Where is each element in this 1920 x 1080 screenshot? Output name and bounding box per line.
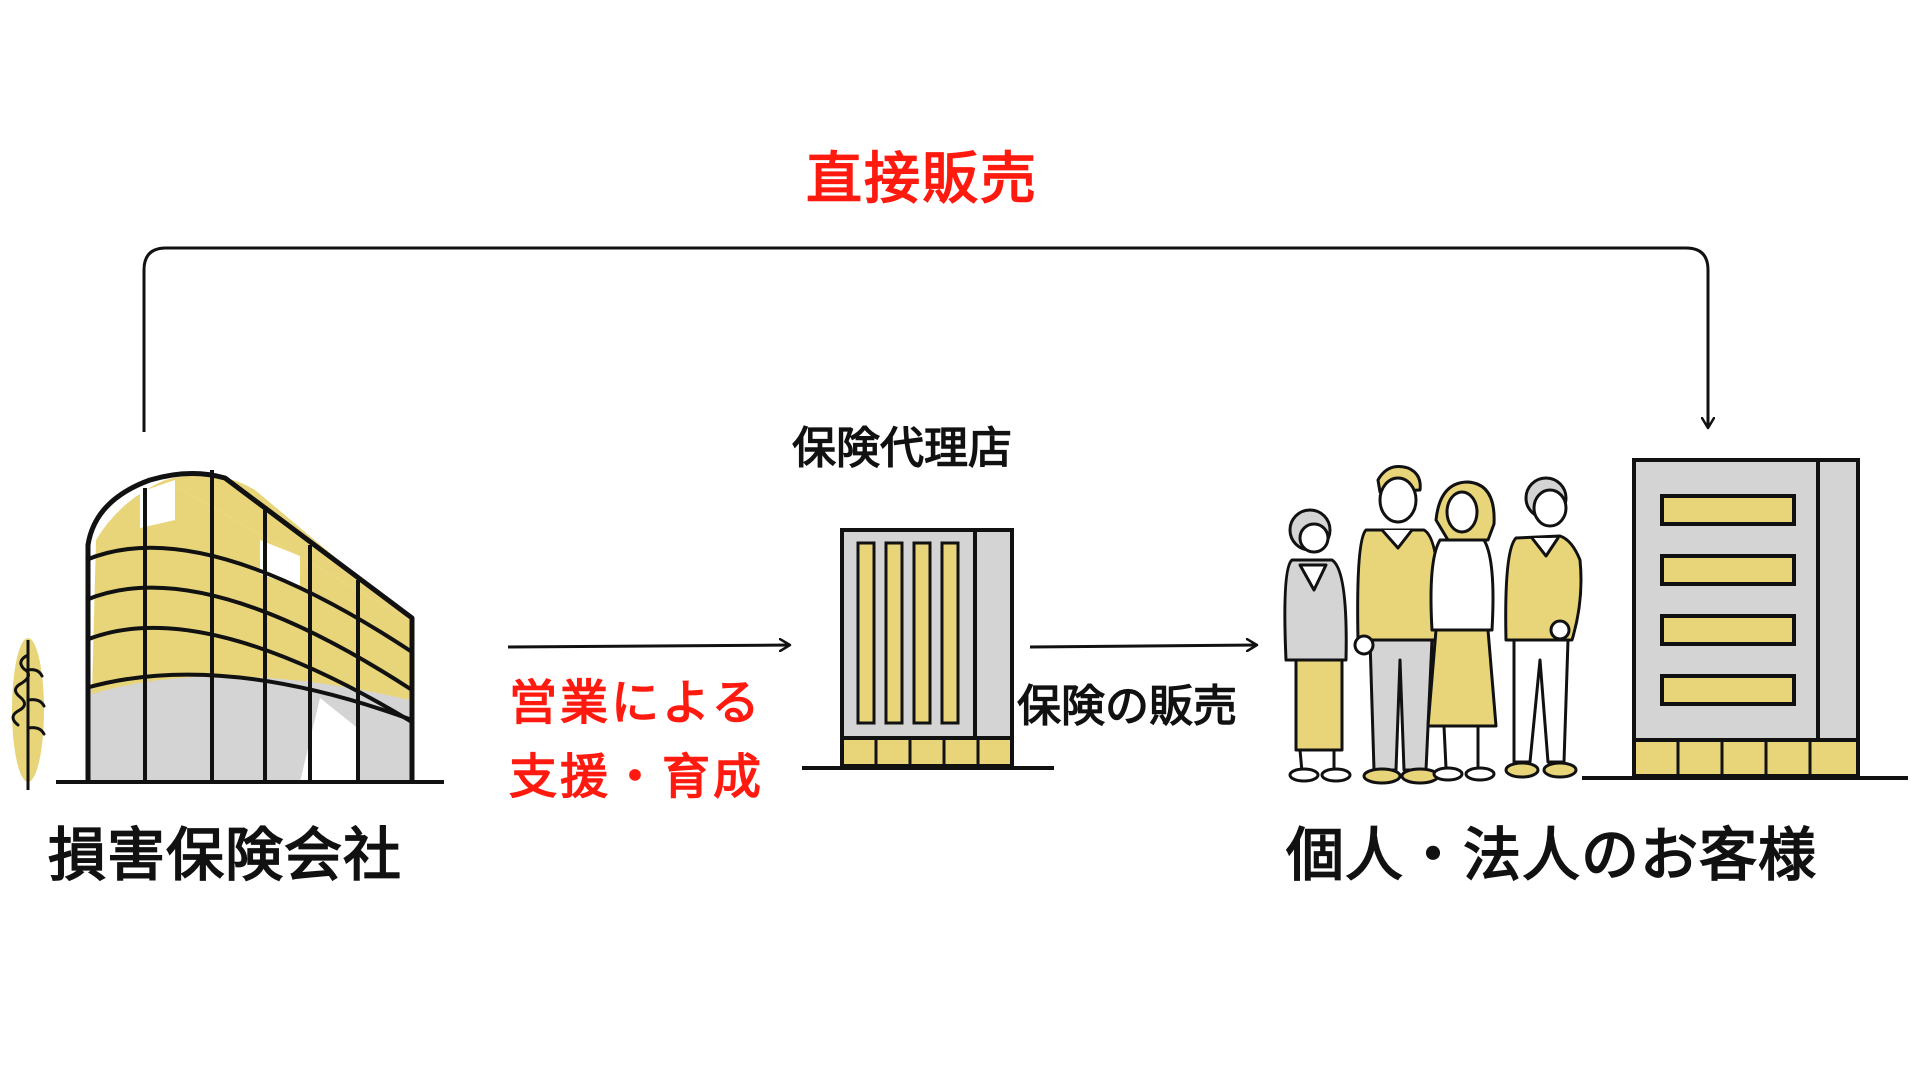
support-label-line2: 支援・育成 (509, 749, 765, 805)
agency-building-icon (802, 528, 1054, 770)
person-icon (1426, 480, 1498, 782)
person-icon (1353, 465, 1441, 785)
person-icon (1504, 476, 1583, 779)
customers-label: 個人・法人のお客様 (1286, 821, 1818, 889)
direct-sales-label: 直接販売 (806, 147, 1038, 212)
corporate-building-icon (1582, 458, 1908, 780)
support-arrow (507, 645, 790, 647)
agency-label: 保険代理店 (792, 423, 1012, 474)
person-icon (1283, 508, 1352, 783)
office-building-icon (11, 470, 444, 790)
tree-icon (11, 638, 46, 790)
direct-sales-arrow (142, 246, 1708, 432)
insurer-label: 損害保険会社 (48, 821, 403, 889)
insurance-sales-label: 保険の販売 (1017, 681, 1237, 732)
support-label-line1: 営業による (509, 675, 763, 731)
people-group-icon (1283, 465, 1583, 785)
sales-arrow (1029, 645, 1257, 647)
